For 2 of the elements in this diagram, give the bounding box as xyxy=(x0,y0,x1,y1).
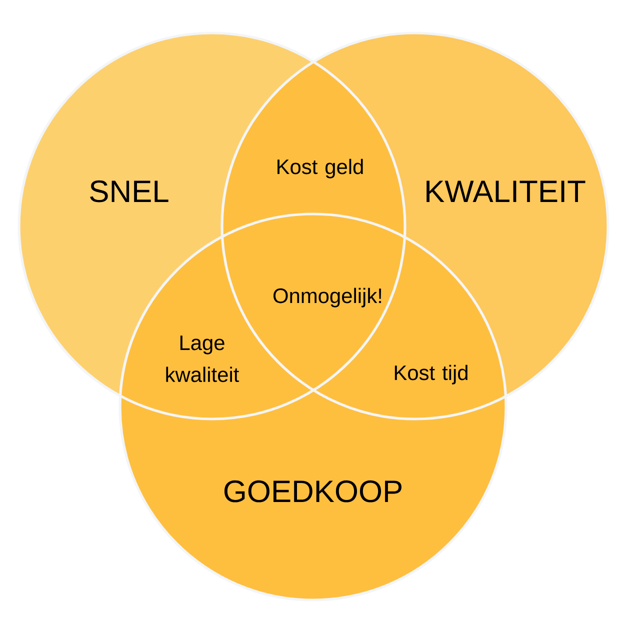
region-label: Kost geld xyxy=(278,158,363,178)
region-label: Onmogelijk! xyxy=(274,288,382,308)
